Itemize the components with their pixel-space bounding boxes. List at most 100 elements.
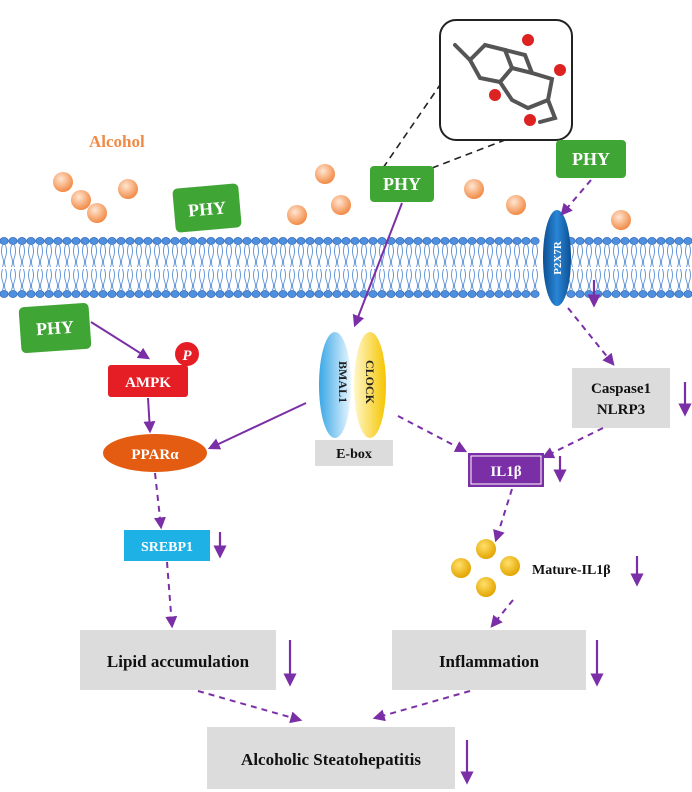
lipid-head: [611, 237, 621, 245]
lipid-head: [422, 237, 432, 245]
lipid-head: [125, 237, 135, 245]
lipid-head: [125, 290, 135, 298]
lipid-head: [368, 290, 378, 298]
lipid-tail: [217, 268, 223, 291]
lipid-head: [593, 237, 603, 245]
lipid-head: [17, 290, 27, 298]
lipid-tail: [640, 244, 646, 268]
lipid-tail: [532, 268, 538, 291]
arrow-mature-to-inflammation: [490, 599, 514, 628]
lipid-head: [332, 237, 342, 245]
lipid-head: [305, 290, 315, 298]
lipid-head: [431, 237, 441, 245]
alcohol-label: Alcohol: [89, 132, 145, 151]
lipid-tail: [415, 268, 421, 291]
lipid-head: [251, 290, 261, 298]
lipid-head: [359, 237, 369, 245]
lipid-head: [260, 290, 270, 298]
lipid-head: [665, 290, 675, 298]
lipid-tail: [307, 244, 313, 268]
lipid-head: [332, 290, 342, 298]
lipid-head: [494, 237, 504, 245]
lipid-head: [287, 237, 297, 245]
lipid-head: [494, 290, 504, 298]
lipid-tail: [442, 268, 448, 291]
nlrp3-label: NLRP3: [597, 402, 645, 418]
lipid-tail: [118, 244, 124, 268]
lipid-head: [116, 237, 126, 245]
lipid-head: [449, 237, 459, 245]
lipid-head: [251, 237, 261, 245]
ampk-node: AMPK P: [108, 342, 199, 397]
phy-box-extracellular-left: PHY: [172, 183, 242, 233]
lipid-head: [269, 290, 279, 298]
lipid-head: [467, 290, 477, 298]
lipid-head: [107, 237, 117, 245]
cell-membrane: [0, 237, 692, 298]
lipid-head: [26, 237, 36, 245]
lipid-tail: [613, 244, 619, 268]
lipid-tail: [334, 244, 340, 268]
lipid-tail: [127, 244, 133, 268]
caspase1-label: Caspase1: [591, 381, 651, 397]
arrow-srebp1-to-lipid: [165, 561, 178, 629]
lipid-tail: [676, 244, 682, 268]
lipid-tail: [505, 244, 511, 268]
lipid-tail: [478, 268, 484, 291]
callout-line: [431, 139, 506, 169]
bmal1-label: BMAL1: [336, 361, 350, 403]
phy-label: PHY: [187, 197, 227, 220]
il1b-particle: [476, 539, 496, 559]
lipid-tail: [460, 268, 466, 291]
lipid-tail: [604, 244, 610, 268]
lipid-head: [377, 237, 387, 245]
lipid-tail: [388, 268, 394, 291]
lipid-head: [647, 237, 657, 245]
il1b-particle: [476, 577, 496, 597]
clock-label: CLOCK: [363, 360, 377, 405]
lipid-head: [143, 290, 153, 298]
lipid-head: [98, 237, 108, 245]
clock-complex: E-box BMAL1 CLOCK: [315, 332, 393, 466]
lipid-head: [89, 290, 99, 298]
srebp1-label: SREBP1: [141, 540, 193, 555]
lipid-tail: [235, 268, 241, 291]
lipid-tail: [28, 244, 34, 268]
lipid-tail: [334, 268, 340, 291]
lipid-tail: [379, 268, 385, 291]
lipid-tail: [424, 244, 430, 268]
alcohol-droplet: [87, 203, 107, 223]
lipid-head: [260, 237, 270, 245]
phospho-label: P: [182, 348, 192, 364]
lipid-tail: [280, 244, 286, 268]
lipid-head: [395, 290, 405, 298]
lipid-tail: [469, 268, 475, 291]
lipid-tail: [577, 244, 583, 268]
lipid-accumulation-node: Lipid accumulation: [80, 630, 276, 690]
lipid-tail: [253, 268, 259, 291]
lipid-head: [35, 237, 45, 245]
lipid-head: [17, 237, 27, 245]
lipid-head: [584, 237, 594, 245]
lipid-head: [629, 237, 639, 245]
srebp1-node: SREBP1: [124, 530, 210, 561]
lipid-tail: [676, 268, 682, 291]
alcohol-droplets: [53, 164, 631, 230]
arrow-phy-to-ampk: [90, 321, 151, 360]
phy-box-intracellular: PHY: [18, 302, 92, 354]
lipid-head: [314, 290, 324, 298]
arrow-lipid-to-ash: [197, 690, 303, 724]
lipid-tail: [226, 244, 232, 268]
lipid-tail: [595, 244, 601, 268]
molecule-structure-icon: [453, 34, 566, 126]
lipid-head: [458, 237, 468, 245]
lipid-tail: [622, 244, 628, 268]
lipid-tail: [46, 244, 52, 268]
lipid-tail: [154, 244, 160, 268]
lipid-head: [170, 290, 180, 298]
lipid-head: [179, 290, 189, 298]
arrow-clock-to-ppara: [207, 402, 307, 450]
lipid-tail: [55, 268, 61, 291]
lipid-head: [134, 290, 144, 298]
lipid-tail: [451, 244, 457, 268]
